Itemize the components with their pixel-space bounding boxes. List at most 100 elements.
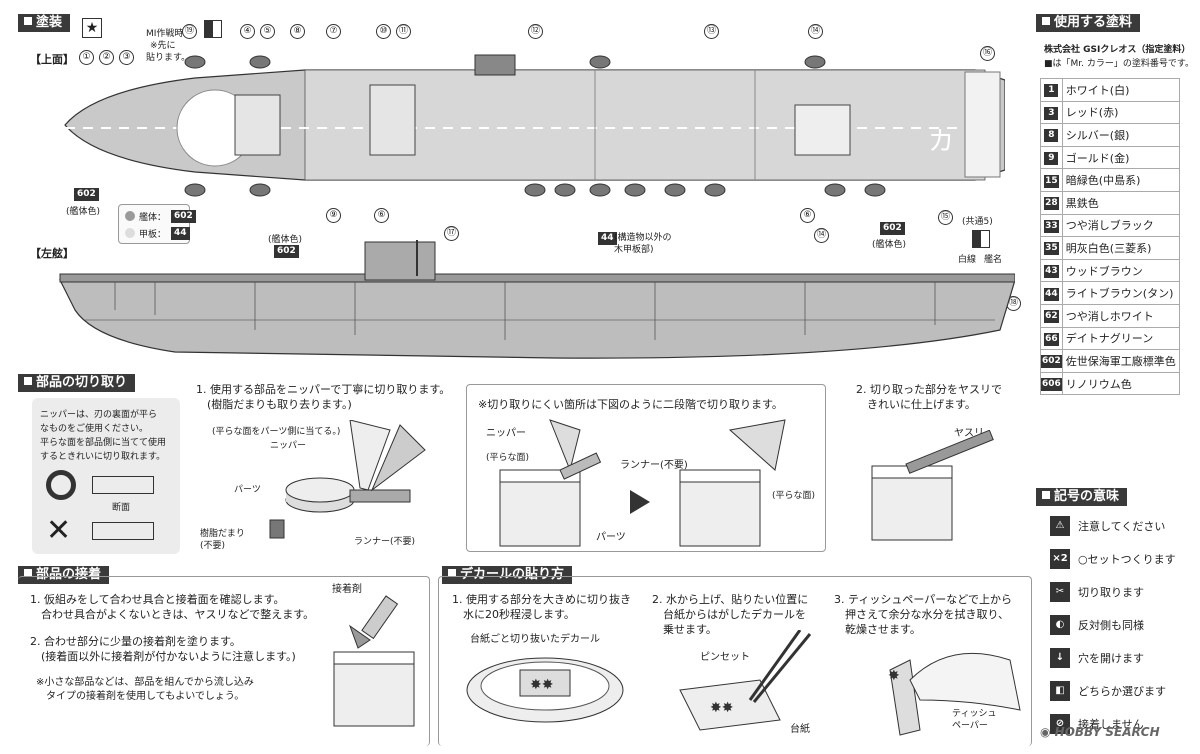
- paint-name: 黒鉄色: [1061, 190, 1181, 215]
- paint-name: ウッドブラウン: [1061, 258, 1181, 283]
- part-number: ⑰: [444, 226, 459, 241]
- decal-frame: [438, 576, 1032, 746]
- star-icon: ★: [82, 18, 102, 38]
- paint-number: 8: [1044, 129, 1059, 143]
- cutting-step-1: 1. 使用する部品をニッパーで丁寧に切り取ります。 (樹脂だまりも取り去ります。…: [196, 383, 451, 411]
- part-number: ⑬: [704, 24, 719, 39]
- section-wrong: [92, 522, 154, 540]
- paint-number: 33: [1044, 219, 1059, 233]
- glue-label: 接着剤: [332, 584, 362, 595]
- part-number: ⑧: [290, 24, 305, 39]
- two-step-box: [466, 384, 826, 552]
- tweezers-illustration: ✸✸: [679, 630, 812, 731]
- legend-hull: 艦体：: [139, 213, 167, 223]
- symbol-icon: ◐: [1050, 615, 1070, 635]
- mi-note-1: MI作戦時: [146, 29, 184, 39]
- mi-note-3: 貼ります。: [146, 53, 191, 63]
- paint-name: デイトナグリーン: [1061, 326, 1181, 351]
- symbol-row: ◐ 反対側も同様: [1046, 611, 1196, 639]
- part-number: ⑨: [326, 208, 341, 223]
- paint-number: 44: [1044, 287, 1059, 301]
- symbol-text: 穴を開けます: [1078, 652, 1144, 665]
- paint-number: 66: [1044, 332, 1059, 346]
- symbol-text: 切り取ります: [1078, 586, 1144, 599]
- gluing-header: 部品の接着: [18, 566, 110, 584]
- paint-number: 9: [1044, 152, 1059, 166]
- part-number: ⑮: [938, 210, 953, 225]
- part-number: ⑯: [980, 46, 995, 61]
- flat-label-2: (平らな面): [486, 453, 530, 463]
- part-number: ⑲: [182, 24, 197, 39]
- paint-name: シルバー(銀): [1061, 123, 1181, 147]
- paint-name: 佐世保海軍工廠標準色: [1061, 349, 1181, 373]
- runner-label: ランナー(不要): [354, 537, 416, 547]
- watermark-icon: ◉: [1040, 725, 1055, 739]
- top-view-label: 【上面】: [30, 53, 74, 66]
- paint-number: 43: [1044, 265, 1059, 279]
- part-number: ⑩: [376, 24, 391, 39]
- ship-name-note: 艦名: [984, 255, 1003, 265]
- paint-name: ホワイト(白): [1061, 78, 1181, 102]
- paint-name: 明灰白色(三菱系): [1061, 236, 1181, 260]
- gluing-frame: [18, 576, 430, 746]
- two-step-illustration: [499, 419, 786, 547]
- cutting-note-box: ニッパーは、刃の裏面が平ら なものをご使用ください。 平らな面を部品側に当てて使…: [32, 398, 180, 554]
- file-label: ヤスリ: [954, 428, 984, 439]
- cutting-header: 部品の切り取り: [18, 374, 136, 392]
- resin-label: 樹脂だまり (不要): [200, 529, 245, 551]
- flat-label-3: (平らな面): [772, 491, 816, 501]
- paint-maker: 株式会社 GSIクレオス（指定塗料）: [1044, 45, 1191, 55]
- part-number: ③: [119, 50, 134, 65]
- paint-name: 暗緑色(中島系): [1061, 168, 1181, 192]
- symbol-row: ◧どちらか選びます: [1046, 677, 1196, 705]
- legend-hull-code: 602: [171, 210, 196, 223]
- symbol-icon: ×2: [1050, 549, 1070, 569]
- deck-wood-note-2: 木甲板部): [614, 245, 654, 255]
- backing-label: 台紙: [790, 724, 810, 735]
- parts-label-2: パーツ: [596, 532, 626, 543]
- tissue-illustration: ✸: [888, 652, 1021, 736]
- nipper-label-2: ニッパー: [486, 428, 526, 439]
- two-step-title: ※切り取りにくい箇所は下図のように二段階で切り取ります。: [478, 398, 783, 411]
- symbol-text: 接着しません: [1078, 718, 1144, 731]
- paint-name: ゴールド(金): [1061, 145, 1181, 170]
- white-line-note: 白線: [958, 255, 977, 265]
- symbol-row: ⊘接着しません: [1046, 710, 1196, 738]
- paint-number: 35: [1044, 242, 1059, 256]
- deck-character: カ: [928, 127, 954, 157]
- symbol-row: ✂ 切り取ります: [1046, 578, 1196, 606]
- glue-illustration: [333, 595, 415, 727]
- painting-header: 塗装: [18, 14, 71, 32]
- symbol-text: 反対側も同様: [1078, 619, 1144, 632]
- symbol-icon: ✂: [1050, 582, 1070, 602]
- part-number: ⑦: [326, 24, 341, 39]
- symbol-text: どちらか選びます: [1078, 685, 1166, 698]
- paint-note: ■は「Mr. カラー」の塗料番号です。: [1044, 59, 1194, 69]
- paint-number: 62: [1044, 310, 1059, 324]
- section-label: 断面: [112, 503, 131, 513]
- part-number: ⑭: [814, 228, 829, 243]
- paint-number: 606: [1041, 378, 1062, 392]
- water-dish-illustration: ✸✸: [466, 657, 624, 723]
- decal-step-1: 1. 使用する部分を大きめに切り抜き 水に20秒程浸します。: [452, 593, 631, 621]
- legend-deck-code: 44: [171, 227, 190, 240]
- side-view-label: 【左舷】: [30, 247, 74, 260]
- paint-code: 602: [274, 245, 299, 258]
- symbol-row: ⚠注意してください: [1046, 512, 1196, 540]
- paint-name: ライトブラウン(タン): [1061, 281, 1181, 305]
- paint-code: 602: [880, 222, 905, 235]
- file-illustration: [871, 430, 994, 541]
- tissue-label: ティッシュ ペーパー: [952, 709, 997, 731]
- runner-label-2: ランナー(不要): [620, 460, 688, 471]
- paint-number: 602: [1041, 355, 1062, 369]
- hull-note: (艦体色): [66, 207, 101, 217]
